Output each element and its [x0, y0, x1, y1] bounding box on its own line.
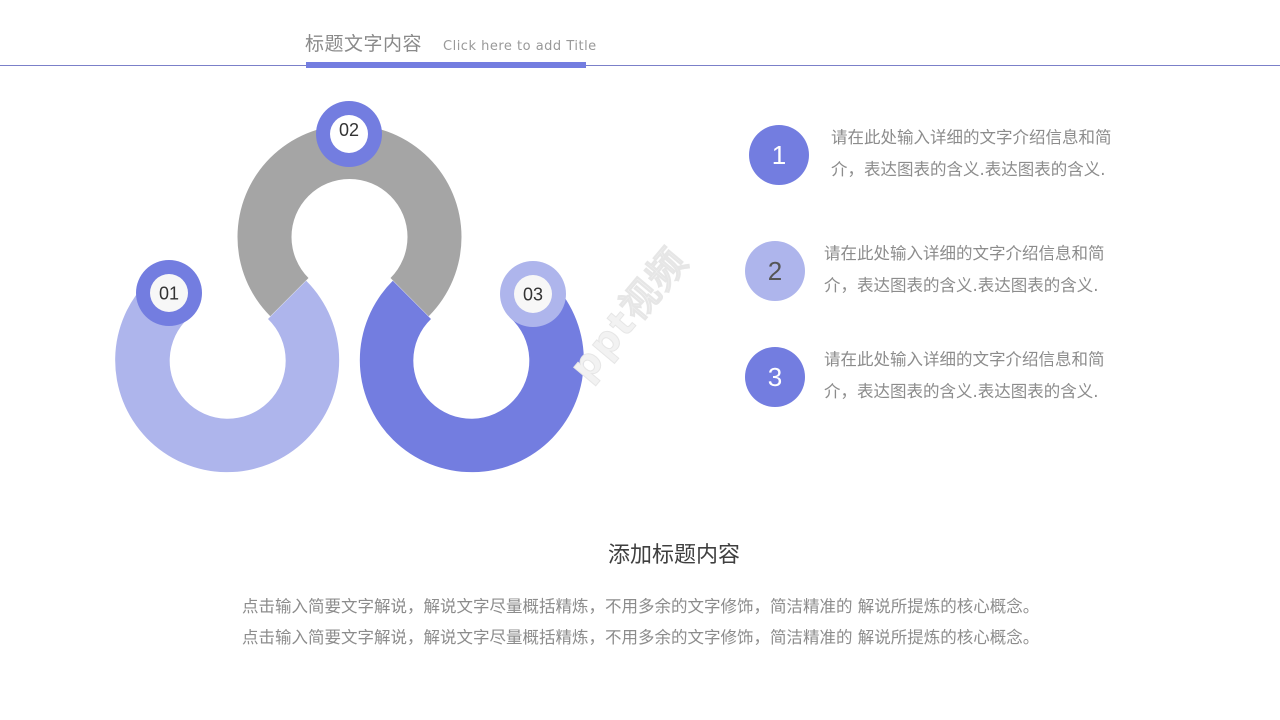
number-circle-1: 1	[749, 125, 809, 185]
number-circle-2: 2	[745, 241, 805, 301]
description-line-1[interactable]: 点击输入简要文字解说，解说文字尽量概括精炼，不用多余的文字修饰，简洁精准的 解说…	[242, 597, 1040, 616]
badge-02[interactable]: 02	[316, 101, 382, 167]
header-divider	[0, 65, 1280, 66]
description-line-2[interactable]: 点击输入简要文字解说，解说文字尽量概括精炼，不用多余的文字修饰，简洁精准的 解说…	[242, 628, 1040, 647]
ring-02[interactable]	[237, 125, 462, 317]
ring-01[interactable]	[115, 279, 340, 473]
item-2-text[interactable]: 请在此处输入详细的文字介绍信息和简介，表达图表的含义.表达图表的含义.	[824, 244, 1105, 295]
badge-02-label: 02	[339, 120, 359, 140]
badge-01[interactable]: 01	[136, 260, 202, 326]
page-title[interactable]: 标题文字内容	[305, 33, 423, 55]
item-3-text[interactable]: 请在此处输入详细的文字介绍信息和简介，表达图表的含义.表达图表的含义.	[824, 350, 1105, 401]
number-circle-3: 3	[745, 347, 805, 407]
section-title[interactable]: 添加标题内容	[607, 543, 740, 568]
badge-03[interactable]: 03	[500, 261, 566, 327]
ring-03[interactable]	[359, 279, 584, 473]
badge-01-label: 01	[159, 284, 179, 304]
header-accent-bar	[306, 62, 586, 68]
badge-03-label: 03	[523, 285, 543, 305]
page-subtitle[interactable]: Click here to add Title	[443, 39, 597, 54]
item-1-text[interactable]: 请在此处输入详细的文字介绍信息和简介，表达图表的含义.表达图表的含义.	[831, 128, 1112, 179]
